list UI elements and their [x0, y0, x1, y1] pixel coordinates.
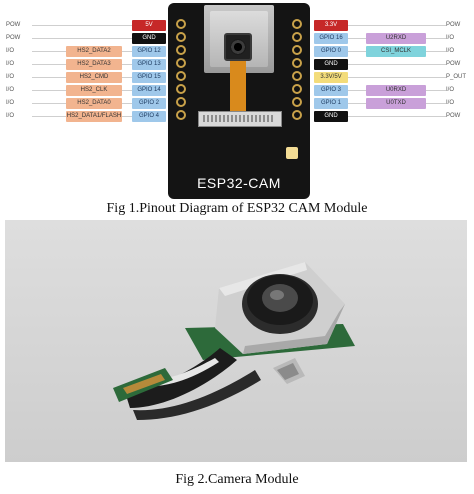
- left-pin-row: I/O HS2_CLK GPIO 14: [6, 85, 166, 97]
- pin-gpio-label: GPIO 16: [314, 33, 348, 44]
- pin-gpio-label: GPIO 12: [132, 46, 166, 57]
- figure-1-caption: Fig 1.Pinout Diagram of ESP32 CAM Module: [106, 201, 368, 216]
- header-pin-hole: [292, 19, 302, 29]
- pin-function-label: HS2_DATA3: [66, 59, 122, 70]
- left-pin-row: I/O HS2_CMD GPIO 15: [6, 72, 166, 84]
- pin-function-label: U0RXD: [366, 85, 426, 96]
- pin-leader-line: [6, 38, 166, 39]
- right-pin-row: GND POW: [314, 59, 472, 71]
- header-pin-hole: [176, 45, 186, 55]
- right-pin-row: GPIO 1 U0TXD I/O: [314, 98, 472, 110]
- pin-gpio-label: GPIO 0: [314, 46, 348, 57]
- header-pin-hole: [176, 110, 186, 120]
- header-pin-hole: [176, 71, 186, 81]
- pin-function-label: HS2_DATA2: [66, 46, 122, 57]
- right-pin-row: 3.3V/5V P_OUT: [314, 72, 472, 84]
- right-pin-row: GND POW: [314, 111, 472, 123]
- pin-type-label: P_OUT: [446, 72, 472, 83]
- left-pin-row: I/O HS2_DATA3 GPIO 13: [6, 59, 166, 71]
- pin-gpio-label: GPIO 2: [132, 98, 166, 109]
- header-pin-hole: [176, 32, 186, 42]
- pin-type-label: I/O: [446, 46, 472, 57]
- pin-type-label: POW: [6, 33, 32, 44]
- pin-function-label: HS2_DATA0: [66, 98, 122, 109]
- pin-type-label: I/O: [6, 98, 32, 109]
- pin-gpio-label: GND: [314, 111, 348, 122]
- pin-leader-line: [314, 25, 472, 26]
- pin-type-label: POW: [446, 59, 472, 70]
- header-pin-hole: [292, 84, 302, 94]
- header-pin-hole: [176, 97, 186, 107]
- pin-type-label: I/O: [446, 85, 472, 96]
- camera-lens-icon: [230, 39, 246, 55]
- left-pin-row: I/O HS2_DATA2 GPIO 12: [6, 46, 166, 58]
- pin-function-label: CSI_MCLK: [366, 46, 426, 57]
- pin-gpio-label: 5V: [132, 20, 166, 31]
- pin-gpio-label: GND: [132, 33, 166, 44]
- right-pin-row: GPIO 16 U2RXD I/O: [314, 33, 472, 45]
- header-pin-hole: [292, 110, 302, 120]
- fpc-connector: [198, 111, 282, 127]
- header-pin-hole: [292, 32, 302, 42]
- camera-module-illustration: [113, 262, 355, 420]
- pin-type-label: I/O: [446, 33, 472, 44]
- right-pin-row: GPIO 0 CSI_MCLK I/O: [314, 46, 472, 58]
- pin-type-label: POW: [446, 20, 472, 31]
- pin-type-label: I/O: [6, 46, 32, 57]
- pin-type-label: POW: [446, 111, 472, 122]
- esp32-cam-board: ESP32-CAM: [168, 3, 310, 199]
- pin-gpio-label: 3.3V/5V: [314, 72, 348, 83]
- pin-function-label: HS2_CMD: [66, 72, 122, 83]
- figure-2-caption: Fig 2.Camera Module: [175, 472, 299, 487]
- pin-gpio-label: GND: [314, 59, 348, 70]
- pin-type-label: I/O: [6, 85, 32, 96]
- pin-gpio-label: GPIO 4: [132, 111, 166, 122]
- right-pin-row: 3.3V POW: [314, 20, 472, 32]
- pin-function-label: U0TXD: [366, 98, 426, 109]
- pin-type-label: POW: [6, 20, 32, 31]
- pin-leader-line: [314, 116, 472, 117]
- header-pin-hole: [176, 19, 186, 29]
- header-pin-hole: [176, 84, 186, 94]
- header-pin-hole: [292, 71, 302, 81]
- left-pin-row: POW GND: [6, 33, 166, 45]
- flash-led: [286, 147, 298, 159]
- pin-type-label: I/O: [6, 59, 32, 70]
- pin-function-label: HS2_DATA1/FLASH: [66, 111, 122, 122]
- left-pin-row: POW 5V: [6, 20, 166, 32]
- header-pin-hole: [292, 58, 302, 68]
- pin-gpio-label: 3.3V: [314, 20, 348, 31]
- pin-type-label: I/O: [446, 98, 472, 109]
- pin-leader-line: [314, 64, 472, 65]
- header-pin-hole: [176, 58, 186, 68]
- pin-gpio-label: GPIO 13: [132, 59, 166, 70]
- camera-flex-ribbon: [230, 59, 246, 111]
- pin-type-label: I/O: [6, 111, 32, 122]
- camera-lens-mount: [224, 33, 252, 61]
- pin-gpio-label: GPIO 15: [132, 72, 166, 83]
- left-pin-row: I/O HS2_DATA0 GPIO 2: [6, 98, 166, 110]
- camera-module-photo: [5, 220, 467, 462]
- pin-gpio-label: GPIO 3: [314, 85, 348, 96]
- header-pin-hole: [292, 45, 302, 55]
- left-pin-row: I/O HS2_DATA1/FLASH GPIO 4: [6, 111, 166, 123]
- right-pin-row: GPIO 3 U0RXD I/O: [314, 85, 472, 97]
- pin-leader-line: [6, 25, 166, 26]
- pin-gpio-label: GPIO 1: [314, 98, 348, 109]
- pin-type-label: I/O: [6, 72, 32, 83]
- pin-function-label: HS2_CLK: [66, 85, 122, 96]
- pin-gpio-label: GPIO 14: [132, 85, 166, 96]
- board-label: ESP32-CAM: [197, 175, 281, 191]
- pin-function-label: U2RXD: [366, 33, 426, 44]
- header-pin-hole: [292, 97, 302, 107]
- pin-leader-line: [314, 77, 472, 78]
